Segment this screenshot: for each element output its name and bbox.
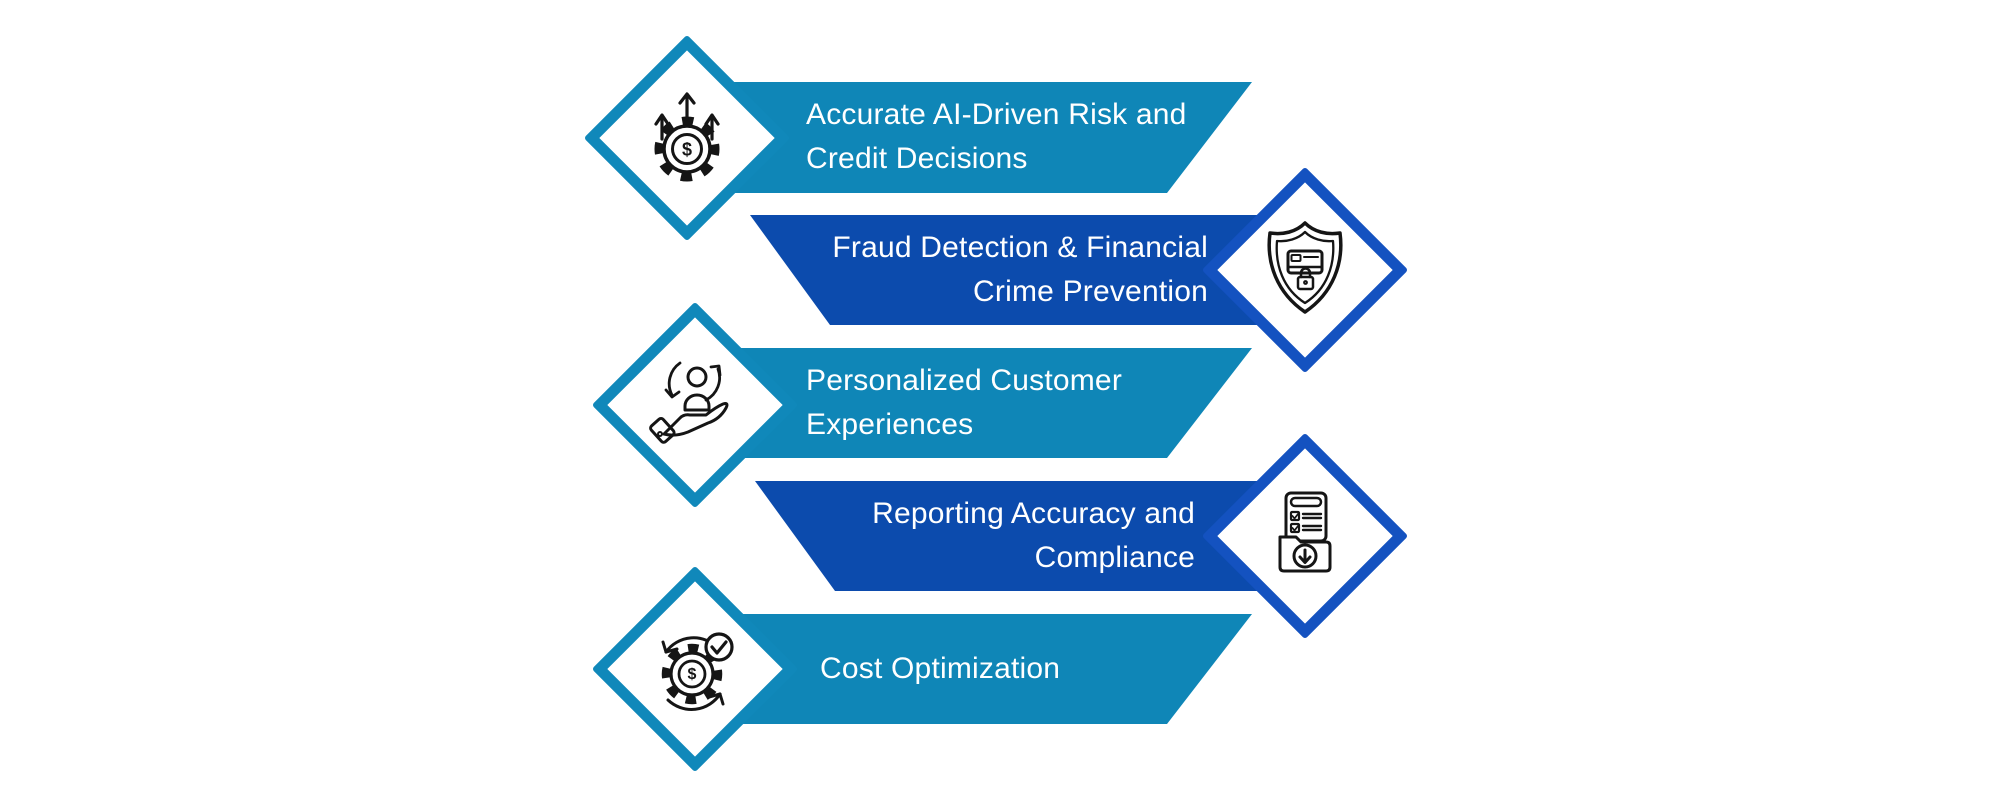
hand-holding-customer-icon: [649, 361, 729, 444]
banner-shape-cost-optimization: [700, 614, 1252, 724]
svg-text:$: $: [682, 140, 692, 160]
banner-shape-reporting: [755, 481, 1310, 591]
label-line: Fraud Detection & Financial: [832, 231, 1208, 264]
banner-label-cost-optimization: Cost Optimization: [820, 647, 1060, 691]
label-line: Accurate AI-Driven Risk and: [806, 98, 1187, 131]
label-line: Personalized Customer: [806, 364, 1123, 397]
label-line: Reporting Accuracy and: [872, 497, 1195, 530]
svg-text:$: $: [688, 666, 697, 683]
label-line: Crime Prevention: [973, 275, 1208, 308]
label-line: Experiences: [806, 408, 974, 441]
gear-dollar-cycle-check-icon: $: [661, 632, 734, 711]
banner-label-accurate-ai: Accurate AI-Driven Risk and Credit Decis…: [806, 93, 1187, 181]
label-line: Credit Decisions: [806, 142, 1028, 175]
banner-label-fraud-detection: Fraud Detection & Financial Crime Preven…: [738, 226, 1208, 314]
label-line: Compliance: [1034, 541, 1195, 574]
banner-shape-fraud-detection: [750, 215, 1310, 325]
label-line: Cost Optimization: [820, 652, 1061, 685]
banner-label-personalized: Personalized Customer Experiences: [806, 359, 1122, 447]
banner-shape-accurate-ai: [690, 82, 1252, 193]
banner-shape-personalized: [695, 348, 1252, 458]
gear-dollar-growth-arrows-icon: $: [654, 92, 720, 182]
shield-credit-card-lock-icon: [1267, 221, 1343, 314]
report-checklist-folder-download-icon: [1278, 491, 1332, 573]
banner-label-reporting: Reporting Accuracy and Compliance: [725, 492, 1195, 580]
